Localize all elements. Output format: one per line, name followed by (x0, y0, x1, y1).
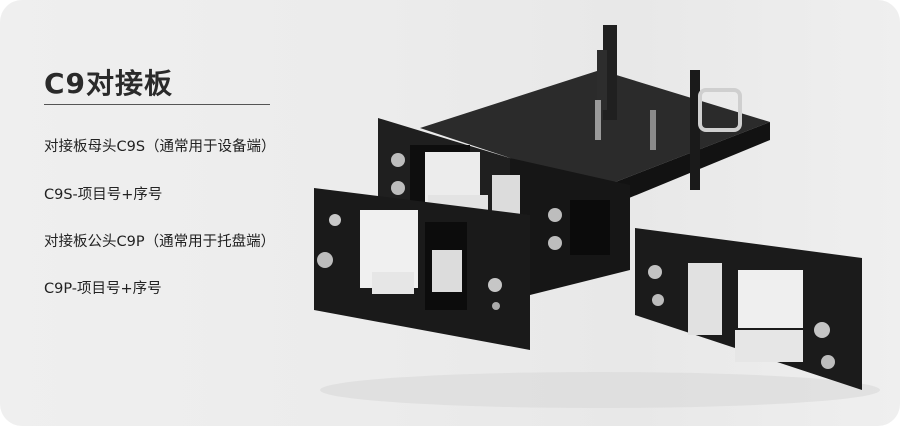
spec-c9p-code: C9P-项目号+序号 (44, 281, 162, 297)
title-divider (44, 104, 270, 105)
handle (698, 88, 742, 132)
guide-post (690, 70, 700, 190)
spec-c9s-code: C9S-项目号+序号 (44, 187, 163, 203)
c9p-plate (314, 188, 530, 350)
connector-module (738, 270, 803, 328)
spec-male-c9p: 对接板公头C9P（通常用于托盘端） (44, 234, 276, 250)
pin-array (688, 263, 722, 335)
docking-plate-image (314, 25, 880, 408)
page-title: C9对接板 (44, 67, 174, 100)
spec-female-c9s: 对接板母头C9S（通常用于设备端） (44, 139, 276, 155)
pin-array (432, 250, 462, 292)
